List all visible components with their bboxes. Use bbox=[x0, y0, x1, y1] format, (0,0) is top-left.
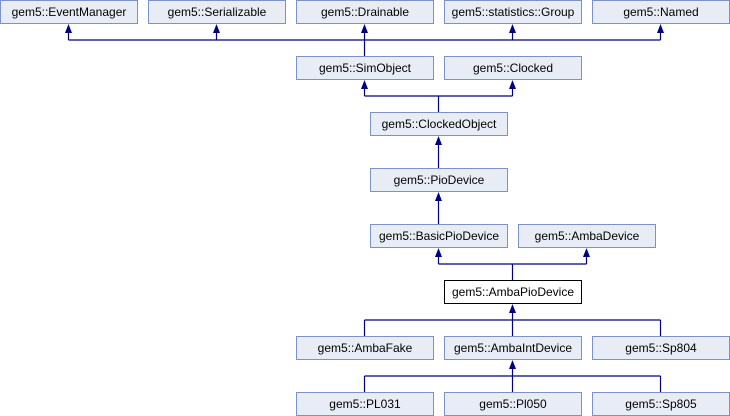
node-sp804[interactable]: gem5::Sp804 bbox=[592, 336, 730, 360]
arrowhead bbox=[361, 80, 368, 89]
node-amba-device[interactable]: gem5::AmbaDevice bbox=[518, 224, 656, 248]
node-sim-object[interactable]: gem5::SimObject bbox=[296, 56, 434, 80]
arrowhead bbox=[509, 24, 516, 33]
arrowhead bbox=[435, 136, 442, 145]
arrowhead bbox=[361, 24, 368, 33]
arrowhead bbox=[583, 248, 590, 257]
arrowhead bbox=[435, 192, 442, 201]
node-event-manager[interactable]: gem5::EventManager bbox=[0, 0, 138, 24]
edge-bus-top bbox=[67, 27, 662, 56]
arrowhead bbox=[213, 24, 220, 33]
arrowhead bbox=[509, 304, 516, 313]
node-pl031[interactable]: gem5::PL031 bbox=[296, 392, 434, 416]
edge-bus-ambapio-children bbox=[363, 307, 662, 336]
arrowhead bbox=[657, 24, 664, 33]
node-sp805[interactable]: gem5::Sp805 bbox=[592, 392, 730, 416]
node-serializable[interactable]: gem5::Serializable bbox=[148, 0, 286, 24]
edge-bus-ambapio-parents bbox=[437, 251, 588, 280]
node-basic-pio-device[interactable]: gem5::BasicPioDevice bbox=[370, 224, 508, 248]
arrowhead bbox=[435, 248, 442, 257]
arrowhead bbox=[65, 24, 72, 33]
edge-bus-ambaint-children bbox=[363, 363, 662, 392]
node-drainable[interactable]: gem5::Drainable bbox=[296, 0, 434, 24]
node-amba-fake[interactable]: gem5::AmbaFake bbox=[296, 336, 434, 360]
node-amba-int-device[interactable]: gem5::AmbaIntDevice bbox=[444, 336, 582, 360]
arrowheads bbox=[65, 24, 664, 369]
node-named[interactable]: gem5::Named bbox=[592, 0, 730, 24]
edges bbox=[67, 27, 662, 392]
edge-bus-simobject-clocked bbox=[363, 83, 514, 112]
arrowhead bbox=[509, 80, 516, 89]
node-statistics-group[interactable]: gem5::statistics::Group bbox=[444, 0, 582, 24]
node-amba-pio-device: gem5::AmbaPioDevice bbox=[444, 280, 582, 304]
node-pio-device[interactable]: gem5::PioDevice bbox=[370, 168, 508, 192]
node-clocked-object[interactable]: gem5::ClockedObject bbox=[370, 112, 508, 136]
node-pl050[interactable]: gem5::Pl050 bbox=[444, 392, 582, 416]
arrowhead bbox=[509, 360, 516, 369]
node-clocked[interactable]: gem5::Clocked bbox=[444, 56, 582, 80]
